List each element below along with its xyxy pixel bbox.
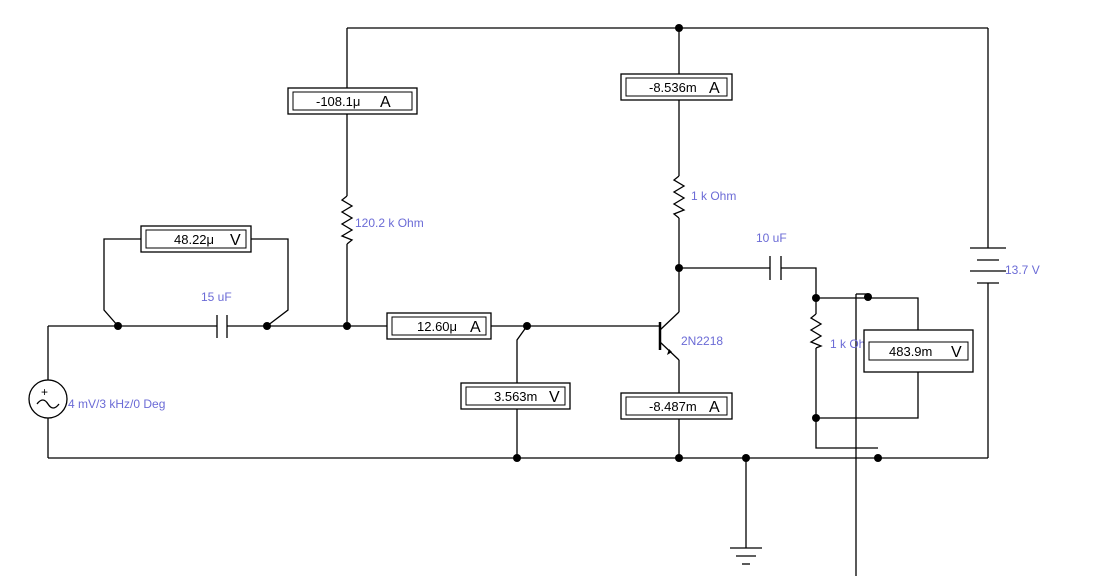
output-capacitor[interactable] — [769, 256, 782, 280]
wires — [47, 27, 989, 576]
meter-unit: V — [951, 344, 962, 361]
meter-value: -108.1μ — [316, 94, 360, 109]
junction-dots — [114, 24, 882, 462]
meter-unit: A — [380, 94, 391, 111]
input-capacitor-label: 15 uF — [201, 290, 232, 304]
meter-unit: V — [549, 389, 560, 406]
meter-base-bias-current[interactable]: -108.1μ A — [287, 87, 418, 115]
battery-label: 13.7 V — [1005, 263, 1040, 277]
meter-value: 3.563m — [494, 389, 537, 404]
meter-unit: V — [230, 232, 241, 249]
meter-unit: A — [709, 399, 720, 416]
meter-collector-current[interactable]: -8.536m A — [620, 73, 733, 101]
meter-base-voltage[interactable]: 3.563m V — [460, 382, 571, 410]
meter-value: 48.22μ — [174, 232, 214, 247]
input-capacitor[interactable] — [216, 315, 228, 338]
meter-value: 12.60μ — [417, 319, 457, 334]
dc-battery[interactable] — [970, 247, 1006, 284]
svg-text:+: + — [41, 385, 48, 399]
meter-emitter-current[interactable]: -8.487m A — [620, 392, 733, 420]
meter-base-current[interactable]: 12.60μ A — [386, 312, 492, 340]
meter-output-voltage[interactable]: 483.9m V — [863, 329, 974, 373]
ac-voltage-source[interactable]: + — [28, 379, 68, 419]
base-bias-resistor-label: 120.2 k Ohm — [355, 216, 424, 230]
transistor-label: 2N2218 — [681, 334, 723, 348]
collector-resistor[interactable] — [672, 175, 686, 219]
meter-value: 483.9m — [889, 344, 932, 359]
output-capacitor-label: 10 uF — [756, 231, 787, 245]
meter-input-cap-voltage[interactable]: 48.22μ V — [140, 225, 252, 253]
base-bias-resistor[interactable] — [340, 195, 354, 245]
meter-value: -8.536m — [649, 80, 697, 95]
load-resistor[interactable] — [809, 313, 823, 349]
ac-source-label: 4 mV/3 kHz/0 Deg — [68, 397, 165, 411]
collector-resistor-label: 1 k Ohm — [691, 189, 736, 203]
meter-unit: A — [470, 319, 481, 336]
meter-unit: A — [709, 80, 720, 97]
meter-value: -8.487m — [649, 399, 697, 414]
npn-transistor[interactable] — [658, 311, 680, 361]
ground-symbol — [730, 547, 762, 565]
